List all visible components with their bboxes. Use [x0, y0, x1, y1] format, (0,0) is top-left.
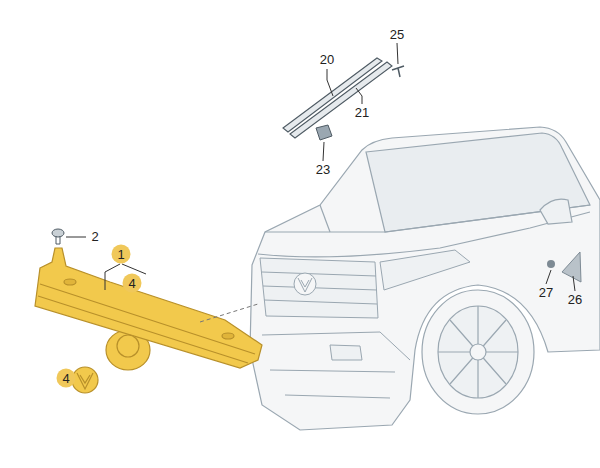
leader-line: [397, 43, 398, 64]
bolt-2: [56, 236, 60, 244]
leader-line: [546, 270, 551, 284]
callout-number: 20: [320, 52, 334, 68]
radiator-grille: [64, 279, 76, 285]
leader-line: [93, 362, 160, 388]
clip-27: [547, 260, 555, 268]
car-body: [366, 133, 590, 232]
radiator-grille: [117, 335, 139, 357]
callout-number: 25: [390, 27, 404, 43]
car-grille: [298, 278, 312, 292]
car-grille: [260, 258, 378, 318]
car-body: [250, 127, 600, 430]
emblem: [72, 367, 98, 393]
car-grille: [294, 273, 316, 295]
clip-27: [547, 260, 555, 268]
car-wheel: [422, 290, 534, 414]
callout-number: 23: [316, 162, 330, 178]
leader-line: [327, 69, 333, 96]
clip-25: [392, 66, 404, 77]
clip-23: [316, 125, 332, 140]
callout-number: 4: [123, 274, 142, 293]
callout-number: 21: [355, 105, 369, 121]
callout-number: 27: [539, 285, 553, 301]
radiator-grille: [38, 284, 255, 363]
car-grille: [260, 258, 378, 318]
car-body: [258, 212, 590, 257]
bolt-2: [52, 229, 64, 244]
emblem: [72, 367, 98, 393]
car-body: [540, 199, 572, 224]
fender-trim-26: [562, 252, 581, 282]
callout-number: 26: [568, 292, 582, 308]
callout-number: 4: [57, 369, 76, 388]
leader-line: [323, 142, 324, 161]
bolt-2: [52, 229, 64, 237]
callout-number: 1: [112, 245, 131, 264]
car-body: [320, 205, 330, 232]
leader-line: [66, 237, 86, 238]
car-wheel: [438, 306, 518, 398]
radiator-grille: [35, 248, 262, 368]
car-headlight: [262, 332, 410, 398]
callout-number: 2: [91, 229, 98, 245]
car-headlight: [330, 345, 362, 360]
leader-line: [66, 43, 575, 388]
radiator-grille: [35, 248, 262, 370]
car-body: [250, 127, 600, 430]
clip-23: [316, 125, 332, 140]
trim-strips: [283, 58, 382, 132]
car-headlight: [380, 250, 470, 290]
leader-line: [573, 276, 575, 291]
car-wheel: [438, 306, 518, 398]
clip-25: [392, 66, 404, 77]
car-wheel: [470, 344, 486, 360]
car-grille: [262, 272, 377, 304]
trim-strips: [290, 62, 392, 138]
dashed-leader: [200, 304, 258, 322]
leader-line: [356, 88, 362, 104]
emblem: [77, 373, 93, 389]
car-wheel: [422, 290, 534, 414]
fender-trim-26: [562, 252, 581, 282]
radiator-grille: [222, 333, 234, 339]
trim-strips: [283, 58, 392, 138]
dashed-leader: [200, 304, 258, 322]
